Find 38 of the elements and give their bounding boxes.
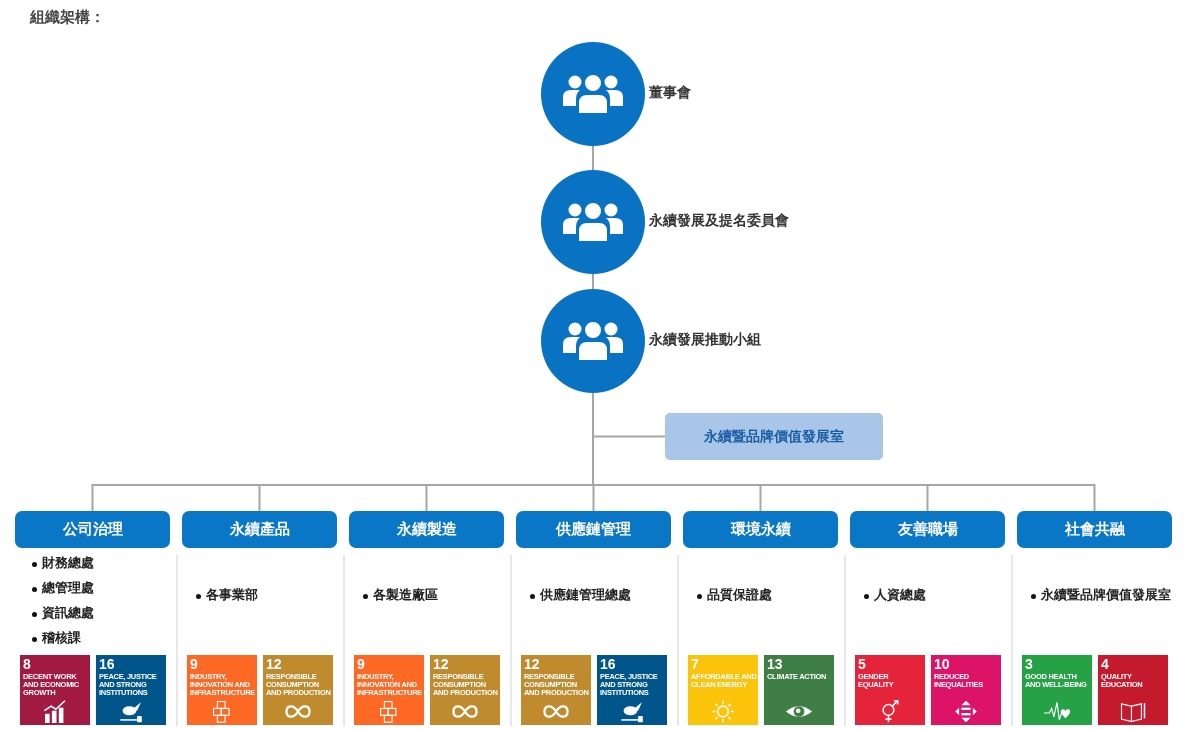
node-label: 永續發展推動小組: [649, 331, 761, 349]
goal-number: 10: [934, 657, 950, 672]
category-box: 供應鏈管理: [516, 511, 671, 548]
list-item: 各事業部: [206, 586, 258, 604]
goal-number: 16: [600, 657, 616, 672]
goal-number: 12: [524, 657, 540, 672]
list-item: 財務總處: [42, 554, 94, 572]
goal-number: 5: [858, 657, 866, 672]
goal-number: 3: [1025, 657, 1033, 672]
connector-line: [592, 273, 594, 290]
category-box: 永續產品: [182, 511, 337, 548]
category-box: 環境永續: [683, 511, 838, 548]
list-item: 永續暨品牌價值發展室: [1041, 586, 1171, 604]
goal-number: 7: [691, 657, 699, 672]
title: 組織架構：: [30, 8, 105, 27]
connector-line: [592, 145, 594, 171]
goal-number: 12: [266, 657, 282, 672]
list-item: 人資總處: [874, 586, 926, 604]
category-box: 永續製造: [349, 511, 504, 548]
node-label: 董事會: [649, 84, 691, 102]
node-label: 永續發展及提名委員會: [649, 212, 789, 230]
goal-number: 4: [1101, 657, 1109, 672]
goal-number: 9: [357, 657, 365, 672]
goal-number: 12: [433, 657, 449, 672]
list-item: 各製造廠區: [373, 586, 438, 604]
list-item: 供應鏈管理總處: [540, 586, 631, 604]
list-item: 資訊總處: [42, 604, 94, 622]
category-box: 友善職場: [850, 511, 1005, 548]
category-box: 公司治理: [15, 511, 170, 548]
list-item: 總管理處: [42, 579, 94, 597]
list-item: 稽核課: [42, 629, 81, 647]
goal-number: 16: [99, 657, 115, 672]
office-box: 永續暨品牌價值發展室: [665, 413, 883, 460]
goal-number: 8: [23, 657, 31, 672]
goal-number: 9: [190, 657, 198, 672]
goal-number: 13: [767, 657, 783, 672]
category-box: 社會共融: [1017, 511, 1172, 548]
list-item: 品質保證處: [707, 586, 772, 604]
